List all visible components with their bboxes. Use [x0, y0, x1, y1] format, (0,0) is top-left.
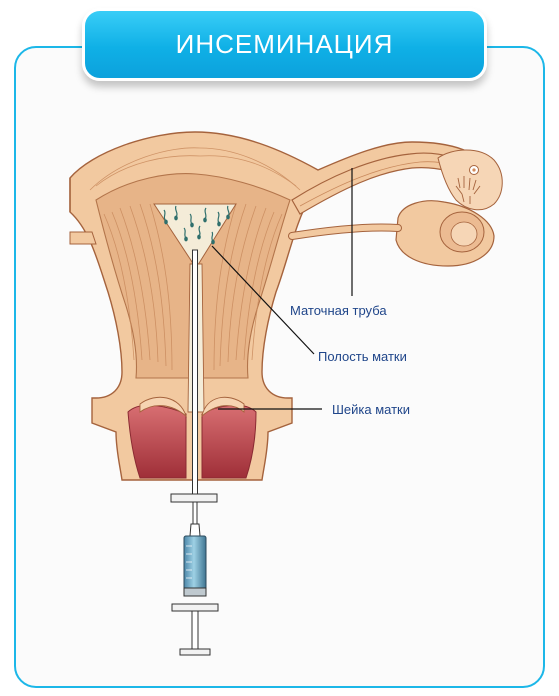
- uterus-body: [70, 132, 500, 480]
- cervix-left: [128, 405, 186, 478]
- cervix-right: [202, 405, 256, 478]
- fimbriae: [438, 150, 502, 210]
- syringe: [172, 524, 218, 655]
- label-fallopian-tube: Маточная труба: [290, 303, 387, 318]
- label-cervix: Шейка матки: [332, 402, 410, 417]
- page-title: ИНСЕМИНАЦИЯ: [176, 29, 394, 60]
- label-uterine-cavity: Полость матки: [318, 349, 407, 364]
- title-banner: ИНСЕМИНАЦИЯ: [82, 8, 487, 81]
- ovary: [292, 201, 494, 266]
